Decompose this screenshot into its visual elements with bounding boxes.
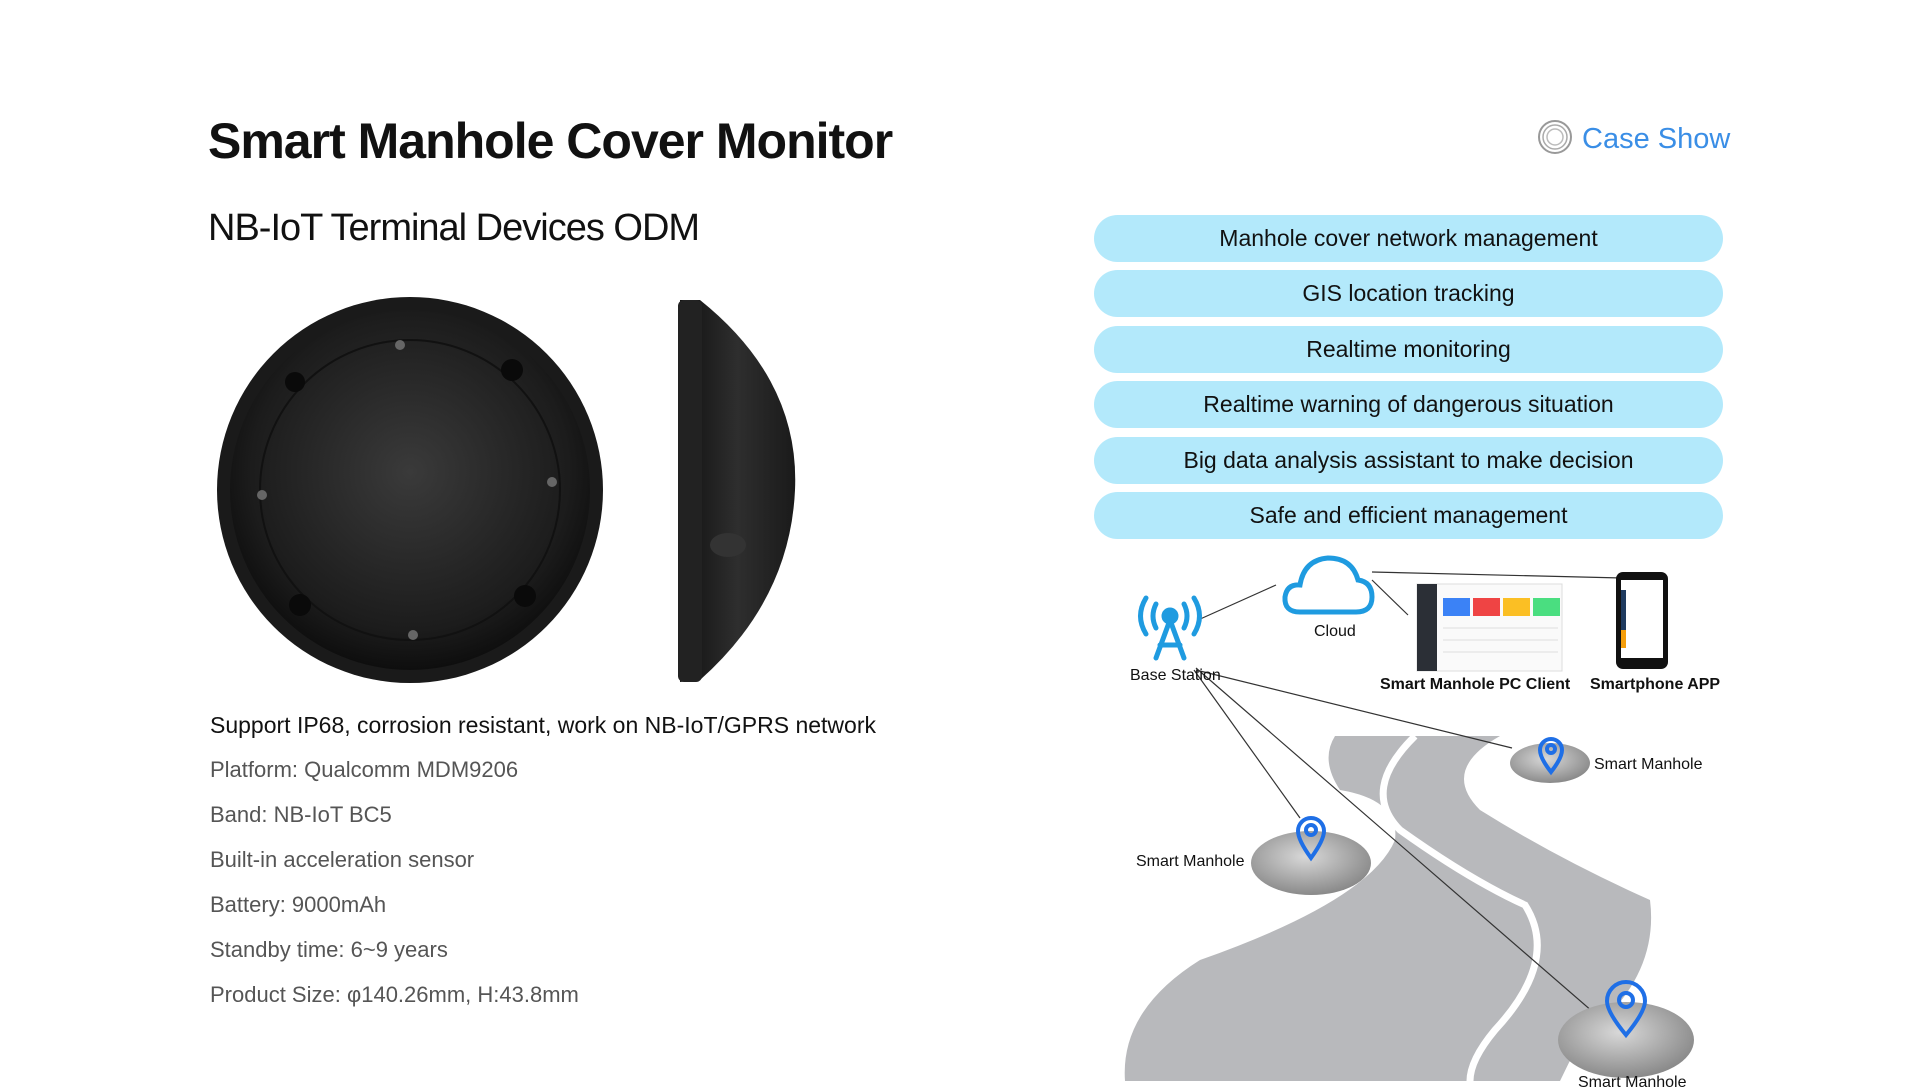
spec-item: Product Size: φ140.26mm, H:43.8mm xyxy=(210,982,579,1007)
feature-pill: Realtime warning of dangerous situation xyxy=(1094,381,1723,428)
device-front-view xyxy=(217,297,603,683)
spec-item: Battery: 9000mAh xyxy=(210,892,387,917)
cloud-icon xyxy=(1282,555,1375,615)
connection-lines xyxy=(1193,571,1623,1019)
road xyxy=(1124,733,1652,1081)
feature-pill: Safe and efficient management xyxy=(1094,492,1723,539)
feature-pill: Realtime monitoring xyxy=(1094,326,1723,373)
page-title: Smart Manhole Cover Monitor xyxy=(208,113,893,169)
feature-pill: Big data analysis assistant to make deci… xyxy=(1094,437,1723,484)
feature-pill: Manhole cover network management xyxy=(1094,215,1723,262)
manhole-label: Smart Manhole xyxy=(1136,853,1245,870)
smartphone-icon xyxy=(1616,572,1668,669)
manhole-icon xyxy=(1251,743,1694,1078)
case-show-label: Case Show xyxy=(1582,123,1731,155)
pc-client-label: Smart Manhole PC Client xyxy=(1380,676,1571,693)
device-side-view xyxy=(678,300,796,682)
manhole-label: Smart Manhole xyxy=(1578,1074,1687,1091)
pc-client-screenshot xyxy=(1416,583,1563,672)
target-circle-icon xyxy=(1536,118,1574,161)
feature-pill: GIS location tracking xyxy=(1094,270,1723,317)
spec-item: Standby time: 6~9 years xyxy=(210,937,448,962)
case-show-link[interactable]: Case Show xyxy=(1536,118,1730,161)
page-subtitle: NB-IoT Terminal Devices ODM xyxy=(208,207,700,249)
manhole-label: Smart Manhole xyxy=(1594,756,1703,773)
spec-item: Platform: Qualcomm MDM9206 xyxy=(210,757,519,782)
spec-item: Built-in acceleration sensor xyxy=(210,847,475,872)
spec-item: Band: NB-IoT BC5 xyxy=(210,802,392,827)
spec-headline: Support IP68, corrosion resistant, work … xyxy=(210,712,876,738)
cloud-label: Cloud xyxy=(1314,623,1356,640)
base-station-label: Base Station xyxy=(1130,667,1221,684)
location-pin-icon xyxy=(1295,737,1648,1039)
base-station-icon xyxy=(1138,595,1202,661)
phone-app-label: Smartphone APP xyxy=(1590,676,1721,693)
